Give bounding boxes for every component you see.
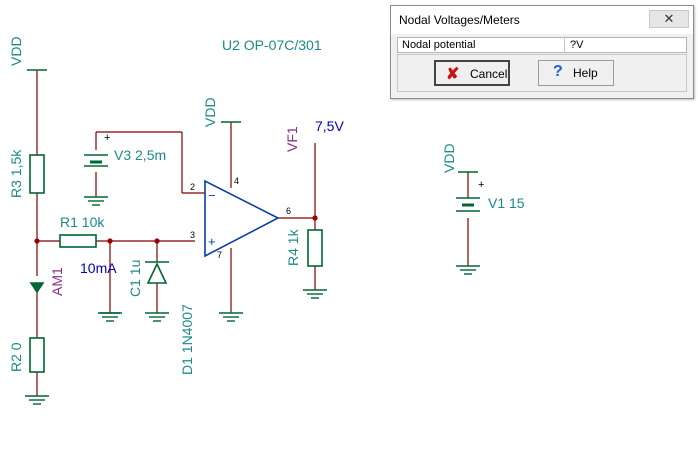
label-v3: V3 2,5m bbox=[114, 147, 166, 163]
label-vdd-mid: VDD bbox=[202, 97, 218, 127]
opamp-plus-label: + bbox=[208, 234, 216, 249]
label-vf1: VF1 bbox=[284, 126, 300, 152]
wires bbox=[36, 70, 469, 396]
label-v1: V1 15 bbox=[488, 195, 525, 211]
components bbox=[25, 69, 480, 405]
close-button[interactable]: ✕ bbox=[649, 10, 689, 28]
dialog-button-area: ✘ Cancel ? Help bbox=[397, 54, 687, 92]
battery-v3[interactable] bbox=[84, 154, 108, 167]
resistor-r2[interactable] bbox=[29, 337, 45, 373]
pin-4-label: 4 bbox=[234, 176, 239, 186]
nodal-potential-value: ?V bbox=[570, 39, 584, 51]
dialog-title: Nodal Voltages/Meters bbox=[399, 13, 520, 27]
label-r2: R2 0 bbox=[8, 342, 24, 372]
node-dot bbox=[312, 215, 318, 221]
question-icon: ? bbox=[553, 63, 563, 80]
nodal-voltages-dialog[interactable]: Nodal Voltages/Meters ✕ Nodal potential … bbox=[390, 5, 694, 99]
nodal-potential-row[interactable]: Nodal potential ?V bbox=[397, 37, 687, 53]
voltmeter-reading: 7,5V bbox=[315, 118, 344, 134]
node-dot bbox=[34, 238, 40, 244]
node-dot bbox=[154, 238, 160, 244]
column-separator bbox=[564, 38, 565, 52]
x-icon: ✘ bbox=[446, 66, 460, 83]
label-vdd-left: VDD bbox=[8, 36, 24, 66]
v3-plus-label: + bbox=[104, 132, 110, 144]
pin-3-label: 3 bbox=[190, 230, 195, 240]
opamp-u2[interactable] bbox=[204, 179, 280, 258]
pin-2-label: 2 bbox=[190, 182, 195, 192]
cancel-button-label: Cancel bbox=[470, 67, 508, 81]
opamp-minus-label: − bbox=[208, 188, 216, 203]
label-am1: AM1 bbox=[49, 267, 65, 296]
resistor-r4[interactable] bbox=[307, 229, 323, 267]
pin-6-label: 6 bbox=[286, 206, 291, 216]
node-dot bbox=[107, 238, 113, 244]
help-button-label: Help bbox=[573, 66, 598, 80]
nodes bbox=[34, 215, 318, 244]
label-d1: D1 1N4007 bbox=[179, 304, 195, 375]
resistor-r1[interactable] bbox=[59, 234, 97, 248]
label-u2: U2 OP-07C/301 bbox=[222, 37, 322, 53]
help-button[interactable]: ? Help bbox=[538, 60, 614, 86]
cancel-button[interactable]: ✘ Cancel bbox=[434, 60, 510, 86]
vdd-bars bbox=[27, 69, 478, 173]
label-r1: R1 10k bbox=[60, 214, 105, 230]
v1-plus-label: + bbox=[478, 179, 484, 191]
diode-d1[interactable] bbox=[145, 261, 169, 284]
ammeter-reading: 10mA bbox=[80, 260, 117, 276]
label-r4: R4 1k bbox=[285, 228, 301, 266]
battery-v1[interactable] bbox=[456, 197, 480, 212]
pin-7-label: 7 bbox=[217, 250, 222, 260]
dialog-titlebar[interactable]: Nodal Voltages/Meters ✕ bbox=[391, 6, 693, 34]
nodal-potential-label: Nodal potential bbox=[402, 39, 476, 51]
resistor-r3[interactable] bbox=[29, 154, 45, 194]
label-vdd-right: VDD bbox=[441, 143, 457, 173]
ground-symbols bbox=[25, 196, 480, 405]
close-icon: ✕ bbox=[663, 11, 675, 26]
ammeter-am1[interactable] bbox=[29, 282, 45, 294]
label-c1: C1 1u bbox=[127, 260, 143, 297]
label-r3: R3 1,5k bbox=[8, 149, 24, 198]
